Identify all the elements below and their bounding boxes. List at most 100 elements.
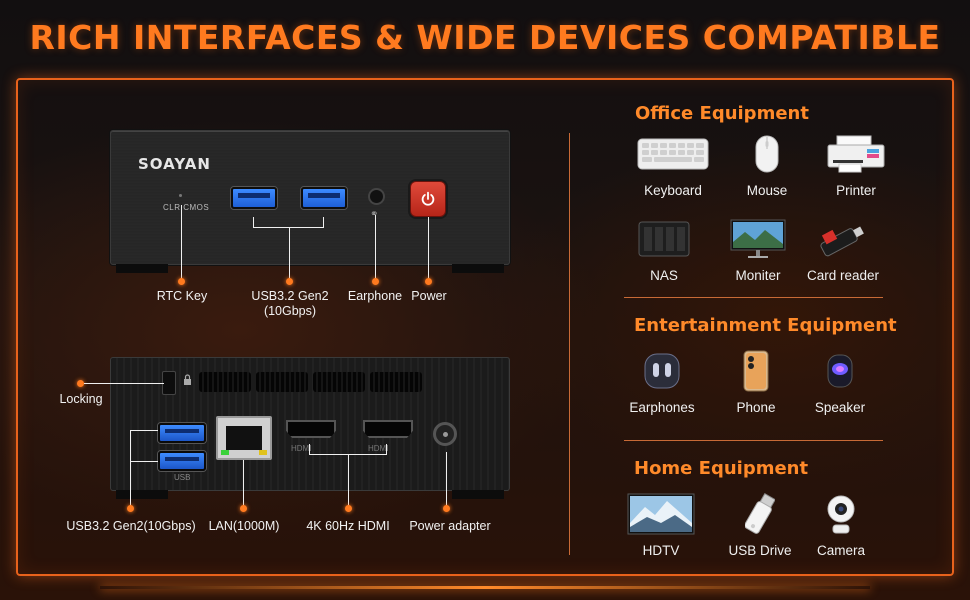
callout-line-hdmi bbox=[348, 454, 349, 509]
callout-line-usb-bridge bbox=[253, 227, 324, 228]
page-headline: RICH INTERFACES & WIDE DEVICES COMPATIBL… bbox=[29, 18, 941, 57]
vent-slot bbox=[370, 372, 422, 392]
vent-slot bbox=[256, 372, 308, 392]
label-lan: LAN(1000M) bbox=[208, 519, 280, 533]
front-usb-port-1 bbox=[231, 187, 277, 209]
camera-icon bbox=[827, 495, 855, 534]
rear-usb-port-1 bbox=[158, 423, 206, 443]
device-foot bbox=[116, 490, 168, 499]
lock-icon bbox=[184, 374, 191, 385]
card-reader-icon bbox=[820, 226, 864, 257]
callout-dot-usb bbox=[286, 278, 293, 285]
rear-usb-port-2 bbox=[158, 451, 206, 471]
clr-cmos-label: CLR CMOS bbox=[163, 203, 210, 212]
device-item-camera: Camera bbox=[791, 493, 891, 558]
label-earphone: Earphone bbox=[347, 289, 403, 303]
callout-line-hdmi-b bbox=[386, 444, 387, 454]
label-front-usb: USB3.2 Gen2 bbox=[251, 289, 329, 303]
category-divider bbox=[624, 440, 883, 441]
device-foot bbox=[116, 264, 168, 273]
device-label-speaker: Speaker bbox=[814, 400, 866, 415]
dc-power-jack bbox=[433, 422, 457, 446]
label-power: Power bbox=[411, 289, 447, 303]
device-item-usb-drive: USB Drive bbox=[710, 492, 810, 558]
device-item-nas: NAS bbox=[614, 218, 714, 283]
label-locking: Locking bbox=[59, 392, 103, 406]
callout-line-rear-usb-a bbox=[130, 430, 158, 431]
label-rtc-key: RTC Key bbox=[156, 289, 208, 303]
callout-line-usb-b bbox=[323, 217, 324, 227]
front-usb-port-2 bbox=[301, 187, 347, 209]
mini-pc-rear-panel: USB HDMI HDMI bbox=[110, 357, 510, 499]
callout-line-hdmi-a bbox=[309, 444, 310, 454]
callout-line-power bbox=[428, 217, 429, 281]
power-button bbox=[410, 181, 446, 217]
hdtv-icon bbox=[627, 493, 695, 535]
device-label-phone: Phone bbox=[736, 400, 776, 415]
device-label-mouse: Mouse bbox=[746, 183, 788, 198]
callout-dot-rtc bbox=[178, 278, 185, 285]
headphone-icon: ⚭ bbox=[370, 209, 378, 220]
vent-slot bbox=[313, 372, 365, 392]
keyboard-icon bbox=[637, 138, 709, 170]
callout-dot-rear-usb bbox=[127, 505, 134, 512]
usb-port-tag: USB bbox=[174, 473, 191, 482]
device-label-nas: NAS bbox=[650, 268, 678, 283]
callout-dot-earphone bbox=[372, 278, 379, 285]
power-icon bbox=[421, 191, 435, 206]
label-hdmi: 4K 60Hz HDMI bbox=[306, 519, 390, 533]
device-foot bbox=[452, 490, 504, 499]
mouse-icon bbox=[755, 135, 779, 173]
content-frame bbox=[16, 78, 954, 576]
monitor-icon bbox=[730, 219, 786, 258]
callout-line-usb-a bbox=[253, 217, 254, 227]
callout-dot-lan bbox=[240, 505, 247, 512]
brand-logo: SOAYAN bbox=[138, 155, 211, 173]
hdmi-port-tag: HDMI bbox=[368, 444, 389, 453]
category-divider bbox=[624, 297, 883, 298]
callout-dot-locking bbox=[77, 380, 84, 387]
callout-line-rear-usb-b bbox=[130, 461, 158, 462]
device-item-hdtv: HDTV bbox=[611, 493, 711, 558]
device-label-camera: Camera bbox=[816, 543, 865, 558]
callout-dot-power bbox=[425, 278, 432, 285]
nas-icon bbox=[638, 221, 690, 257]
callout-line-rear-usb bbox=[130, 430, 131, 509]
device-item-card-reader: Card reader bbox=[793, 218, 893, 283]
callout-line-power-adapter bbox=[446, 452, 447, 509]
device-label-printer: Printer bbox=[836, 183, 876, 198]
device-label-hdtv: HDTV bbox=[642, 543, 680, 558]
device-foot bbox=[452, 264, 504, 273]
printer-icon bbox=[827, 135, 885, 173]
label-rear-usb: USB3.2 Gen2(10Gbps) bbox=[66, 519, 196, 533]
device-item-phone: Phone bbox=[706, 350, 806, 415]
callout-line-locking bbox=[84, 383, 164, 384]
hdmi-port-tag: HDMI bbox=[291, 444, 312, 453]
kensington-lock-slot bbox=[162, 371, 176, 395]
device-item-mouse: Mouse bbox=[717, 133, 817, 198]
hdmi-port-2 bbox=[363, 420, 413, 438]
device-label-card-reader: Card reader bbox=[806, 268, 880, 283]
category-title-office: Office Equipment bbox=[635, 103, 809, 124]
mini-pc-front-panel: SOAYAN CLR CMOS ⚭ bbox=[110, 130, 510, 273]
lan-led-green bbox=[221, 450, 229, 455]
vent-slot bbox=[199, 372, 251, 392]
callout-dot-hdmi bbox=[345, 505, 352, 512]
device-item-earphones: Earphones bbox=[612, 350, 712, 415]
ethernet-port bbox=[216, 416, 272, 460]
device-label-usb-drive: USB Drive bbox=[728, 543, 792, 558]
device-item-keyboard: Keyboard bbox=[623, 133, 723, 198]
usb-drive-icon bbox=[745, 492, 775, 534]
phone-icon bbox=[743, 350, 769, 392]
callout-dot-power-adapter bbox=[443, 505, 450, 512]
device-label-keyboard: Keyboard bbox=[644, 183, 702, 198]
callout-line-usb bbox=[289, 227, 290, 281]
speaker-icon bbox=[827, 354, 853, 388]
frame-glow-bar bbox=[100, 586, 870, 589]
clr-cmos-hole bbox=[179, 194, 182, 197]
earphones-icon bbox=[644, 353, 680, 389]
device-label-monitor: Moniter bbox=[735, 268, 781, 283]
label-front-usb-speed: (10Gbps) bbox=[263, 304, 317, 318]
panel-divider bbox=[569, 133, 570, 555]
category-title-home: Home Equipment bbox=[634, 458, 809, 479]
